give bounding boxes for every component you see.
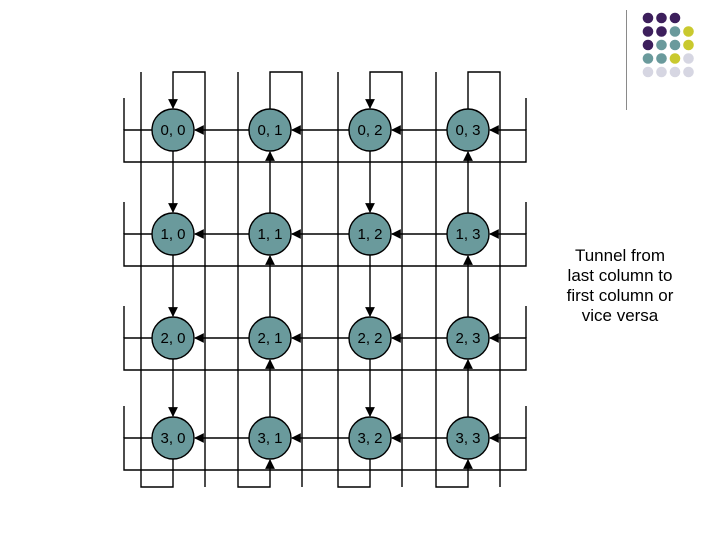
mesh-node-circle	[248, 416, 292, 460]
mesh-node-circle	[151, 316, 195, 360]
mesh-node-label: 1, 1	[257, 226, 282, 243]
caption-line-2: last column to	[567, 266, 673, 285]
decorative-dot	[656, 26, 667, 37]
decorative-dot	[683, 53, 694, 64]
decorative-dot	[683, 39, 694, 51]
decorative-dot	[656, 53, 667, 64]
decorative-dot	[642, 66, 654, 78]
mesh-node-circle	[446, 416, 490, 460]
mesh-node: 1, 1	[248, 212, 292, 256]
row-tunnel-link	[123, 229, 527, 267]
decorative-dot	[656, 66, 667, 78]
caption-line-1: Tunnel from	[574, 246, 666, 265]
mesh-node-label: 0, 3	[455, 122, 480, 139]
mesh-node: 0, 3	[446, 108, 490, 152]
mesh-node-label: 3, 0	[160, 430, 185, 447]
mesh-node-label: 0, 2	[357, 122, 382, 139]
decorative-dot	[683, 26, 694, 37]
mesh-node: 0, 2	[348, 108, 392, 152]
mesh-node-circle	[151, 212, 195, 256]
mesh-node-circle	[151, 416, 195, 460]
column-tunnel-link	[337, 72, 371, 488]
mesh-node-circle	[446, 316, 490, 360]
mesh-node: 2, 2	[348, 316, 392, 360]
column-tunnel-link	[435, 72, 473, 488]
row-tunnel-link	[123, 433, 527, 471]
caption-line-3: first column or	[566, 286, 674, 305]
mesh-node-circle	[348, 108, 392, 152]
mesh-node-label: 1, 2	[357, 226, 382, 243]
decorative-dot	[642, 12, 654, 24]
decorative-dot	[642, 39, 654, 51]
decorative-dot	[669, 12, 681, 24]
decorative-dot	[669, 53, 681, 64]
mesh-node-label: 1, 3	[455, 226, 480, 243]
decorative-dot	[642, 26, 654, 37]
column-tunnel-link	[365, 71, 403, 487]
mesh-node-circle	[248, 316, 292, 360]
mesh-node-label: 1, 0	[160, 226, 185, 243]
column-tunnel-link	[269, 71, 303, 487]
column-tunnel-link	[467, 71, 501, 487]
decorative-divider	[626, 10, 627, 110]
caption-line-4: vice versa	[581, 306, 659, 325]
mesh-node-circle	[446, 212, 490, 256]
column-tunnel-link	[237, 72, 275, 488]
mesh-node: 2, 1	[248, 316, 292, 360]
mesh-node-label: 3, 3	[455, 430, 480, 447]
mesh-node-circle	[348, 316, 392, 360]
decorative-dot	[642, 53, 654, 64]
mesh-node-label: 2, 1	[257, 330, 282, 347]
mesh-node: 2, 3	[446, 316, 490, 360]
column-tunnel-link	[168, 71, 206, 487]
column-tunnel-link	[140, 72, 174, 488]
decorative-dot	[656, 39, 667, 51]
mesh-node: 1, 3	[446, 212, 490, 256]
mesh-node: 1, 2	[348, 212, 392, 256]
decorative-dot-grid	[642, 12, 694, 78]
mesh-node: 0, 0	[151, 108, 195, 152]
row-tunnel-link	[123, 333, 527, 371]
mesh-node: 3, 2	[348, 416, 392, 460]
mesh-node-label: 2, 2	[357, 330, 382, 347]
mesh-node: 0, 1	[248, 108, 292, 152]
mesh-node: 3, 1	[248, 416, 292, 460]
mesh-node-circle	[248, 108, 292, 152]
mesh-node-circle	[151, 108, 195, 152]
decorative-dot	[656, 12, 667, 24]
mesh-node: 1, 0	[151, 212, 195, 256]
mesh-node-circle	[348, 416, 392, 460]
mesh-node-label: 0, 0	[160, 122, 185, 139]
mesh-node-label: 2, 3	[455, 330, 480, 347]
mesh-node-label: 3, 1	[257, 430, 282, 447]
mesh-node-label: 3, 2	[357, 430, 382, 447]
decorative-dot	[669, 26, 681, 37]
mesh-node: 3, 0	[151, 416, 195, 460]
mesh-node-circle	[248, 212, 292, 256]
mesh-node: 3, 3	[446, 416, 490, 460]
mesh-node: 2, 0	[151, 316, 195, 360]
decorative-dot	[669, 39, 681, 51]
mesh-node-label: 0, 1	[257, 122, 282, 139]
mesh-node-circle	[446, 108, 490, 152]
decorative-dot	[683, 66, 694, 78]
tunnel-caption: Tunnel from last column to first column …	[536, 246, 704, 326]
mesh-node-label: 2, 0	[160, 330, 185, 347]
decorative-dot	[669, 66, 681, 78]
mesh-node-circle	[348, 212, 392, 256]
row-tunnel-link	[123, 125, 527, 163]
